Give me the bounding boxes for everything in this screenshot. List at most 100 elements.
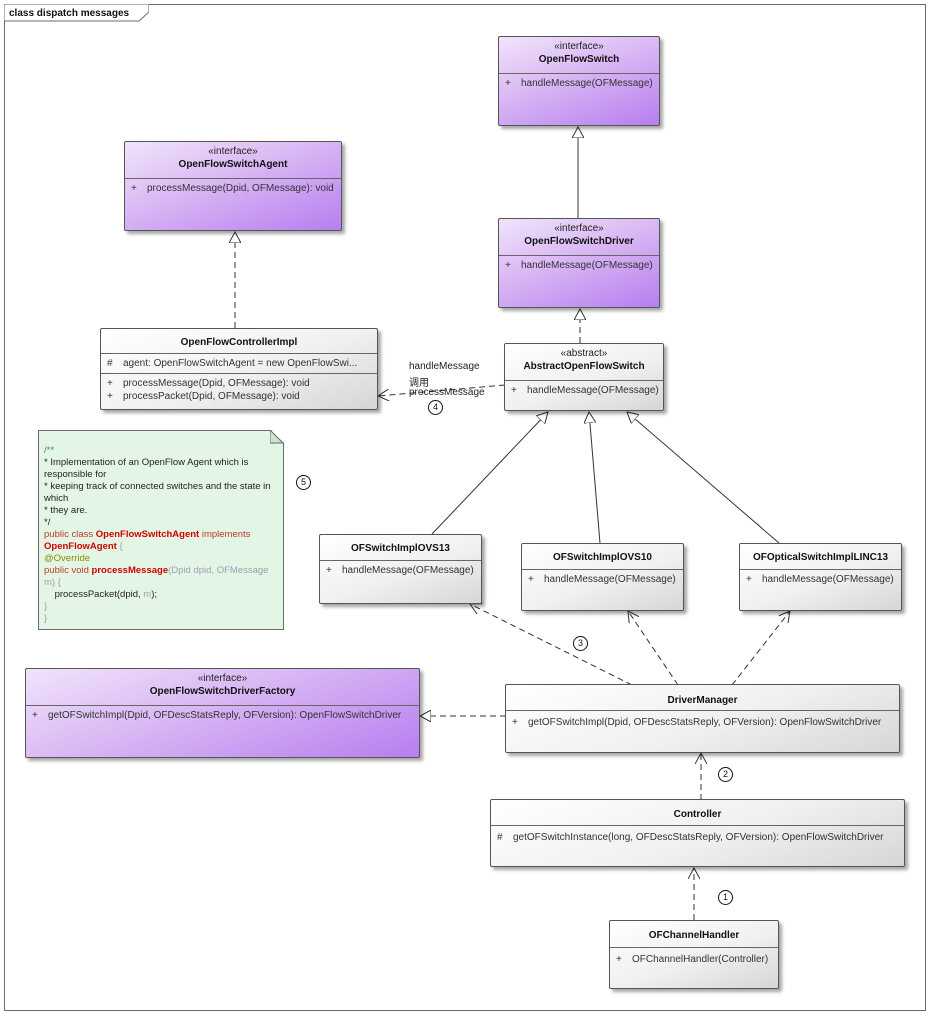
operation: + handleMessage(OFMessage) [740,573,901,586]
operation-signature: handleMessage(OFMessage) [342,565,474,576]
class-name: Controller [673,809,722,820]
step-marker-4: 4 [428,400,443,415]
class-openflow-switch[interactable]: «interface» OpenFlowSwitch + handleMessag… [498,36,660,126]
note-keyword: implements [199,529,251,540]
note-line: @Override [44,553,91,564]
note-line: public void processMessage(Dpid dpid, OF… [44,565,279,577]
class-name: OpenFlowSwitchDriver [524,236,634,247]
step-marker-1: 1 [718,890,733,905]
operation-signature: processPacket(Dpid, OFMessage): void [123,391,300,402]
link-drivermanager-to-ovs13 [470,604,633,686]
note-class-name: OpenFlowSwitchAgent [95,529,200,540]
operation: + processMessage(Dpid, OFMessage): void [125,182,341,195]
operation: + processMessage(Dpid, OFMessage): void [101,377,377,390]
operation: + handleMessage(OFMessage) [320,564,481,577]
stereotype-label: «interface» [554,41,604,52]
class-of-switch-impl-ovs10[interactable]: OFSwitchImplOVS10 +handleMessage(OFMessa… [521,543,684,611]
stereotype-label: «interface» [208,146,258,157]
class-openflow-controller-impl[interactable]: OpenFlowControllerImpl # agent: OpenFlowS… [100,328,378,410]
class-name: OFOpticalSwitchImplLINC13 [752,552,889,563]
note-line: processPacket(dpid, m); [44,589,279,601]
class-of-channel-handler[interactable]: OFChannelHandler + OFChannelHandler(Contr… [609,920,779,989]
class-openflow-switch-driver[interactable]: «interface» OpenFlowSwitchDriver +handle… [498,218,660,308]
note-params: (Dpid dpid, OFMessage [168,565,269,576]
stereotype-label: «interface» [197,673,248,684]
operation: + handleMessage(OFMessage) [505,384,663,397]
class-of-switch-impl-ovs13[interactable]: OFSwitchImplOVS13 + handleMessage(OFMessa… [319,534,482,604]
operation-signature: OFChannelHandler(Controller) [632,954,769,965]
operation: +handleMessage(OFMessage) [522,573,683,586]
operation: + OFChannelHandler(Controller) [610,953,778,966]
class-of-optical-switch-impl-linc13[interactable]: OFOpticalSwitchImplLINC13 + handleMessage… [739,543,902,611]
diagram-frame [4,4,926,1011]
operation: +handleMessage(OFMessage) [499,259,659,272]
class-controller[interactable]: Controller # getOFSwitchInstance(long, OF… [490,799,905,867]
operation-signature: processMessage(Dpid, OFMessage): void [147,183,334,194]
operation-signature: processMessage(Dpid, OFMessage): void [123,378,310,389]
frame-tab [4,4,149,22]
operation-signature: handleMessage(OFMessage) [544,574,676,585]
note-line: * keeping track of connected switches an… [44,481,271,492]
note-line: */ [44,517,51,528]
link-linc13-to-abstract [627,412,780,544]
visibility: # [497,832,503,843]
link-ovs10-to-abstract [589,412,601,544]
class-name: OpenFlowSwitch [538,54,620,65]
operation-signature: getOFSwitchImpl(Dpid, OFDescStatsReply, … [48,710,402,721]
visibility: + [326,565,332,576]
operation-signature: getOFSwitchImpl(Dpid, OFDescStatsReply, … [528,717,882,728]
note-method-name: processMessage [91,565,169,576]
call-label-top: handleMessage [409,361,480,372]
class-name: OFSwitchImplOVS13 [351,543,450,554]
visibility: # [107,358,113,369]
operation: + getOFSwitchImpl(Dpid, OFDescStatsReply,… [506,716,899,729]
note-line: /** [44,445,55,456]
class-abstract-openflow-switch[interactable]: «abstract» AbstractOpenFlowSwitch +handl… [504,343,664,411]
class-name: OFChannelHandler [648,930,740,941]
note-keyword: public void [44,565,92,576]
class-driver-manager[interactable]: DriverManager +getOFSwitchImpl(Dpid, OFD… [505,684,900,753]
visibility: + [505,78,511,89]
link-drivermanager-to-linc13 [731,611,790,686]
class-openflow-switch-driver-factory[interactable]: «interface» OpenFlowSwitchDriverFactory … [25,668,420,758]
note-arg: m [143,589,152,600]
step-marker-5: 5 [296,475,311,490]
operation-signature: handleMessage(OFMessage) [762,574,894,585]
visibility: + [107,391,113,402]
note-line: public class OpenFlowSwitchAgent impleme… [44,529,279,541]
class-openflow-switch-agent[interactable]: «interface» OpenFlowSwitchAgent +process… [124,141,342,231]
visibility: + [512,717,518,728]
operation: + getOFSwitchImpl(Dpid, OFDescStatsReply,… [26,709,419,722]
visibility: + [746,574,752,585]
operation-signature: handleMessage(OFMessage) [527,385,659,396]
visibility: + [616,954,622,965]
step-marker-3: 3 [573,636,588,651]
link-drivermanager-to-ovs10 [628,611,679,686]
operation-signature: getOFSwitchInstance(long, OFDescStatsRep… [513,832,884,843]
note-interface-name: OpenFlowAgent [44,541,117,552]
note-line: m) { [44,577,61,588]
stereotype-label: «interface» [554,223,604,234]
operation-signature: handleMessage(OFMessage) [521,78,653,89]
visibility: + [107,378,113,389]
attribute-signature: agent: OpenFlowSwitchAgent = new OpenFlo… [123,358,358,369]
visibility: + [511,385,517,396]
code-note: /** * Implementation of an OpenFlow Agen… [38,430,284,630]
note-line: which [44,493,69,504]
note-line: } [44,601,48,612]
class-name: OpenFlowSwitchDriverFactory [149,686,296,697]
note-line: } [44,613,48,624]
note-call-end: ); [151,589,158,600]
note-brace: { [116,541,123,552]
class-name: OpenFlowControllerImpl [180,337,298,348]
visibility: + [131,183,137,194]
class-name: OFSwitchImplOVS10 [553,552,652,563]
operation: + handleMessage(OFMessage) [499,77,659,90]
call-label-mid: 调用 [409,378,429,389]
note-line: * they are. [44,505,88,516]
step-marker-2: 2 [718,767,733,782]
call-label-bottom: processMessage [409,387,485,398]
attribute: # agent: OpenFlowSwitchAgent = new OpenFl… [101,357,377,370]
visibility: + [32,710,38,721]
